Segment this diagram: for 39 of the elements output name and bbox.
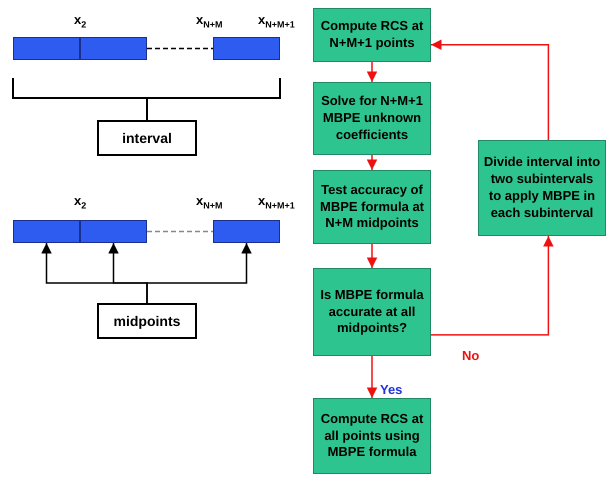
label-box [97, 303, 197, 339]
bar-segment [13, 37, 80, 60]
box-text: interval [122, 130, 172, 146]
dashed-line [147, 48, 213, 50]
process-box [313, 8, 431, 62]
box-text: Is MBPE formula accurate at all midpoints? [319, 286, 425, 338]
point-label: x$_{N+M+1}$ [258, 193, 295, 211]
bar-segment [13, 220, 80, 243]
arrow [366, 155, 378, 170]
point-label: x$_{N+M+1}$ [258, 12, 295, 30]
arrow [431, 236, 554, 336]
box-text: Compute RCS at N+M+1 points [320, 18, 424, 52]
process-box [313, 82, 431, 155]
process-box [313, 170, 431, 244]
edge-label: Yes [378, 382, 404, 397]
arrow [366, 244, 378, 268]
process-box [313, 398, 431, 474]
dashed-line [147, 230, 213, 232]
box-text: Test accuracy of MBPE formula at N+M midpoints [318, 182, 425, 232]
box-text: midpoints [114, 313, 180, 329]
point-label: x$_{N+M}$ [196, 12, 222, 30]
point-label: x$_{2}$ [74, 12, 86, 30]
bar-segment [80, 37, 147, 60]
label-box [97, 120, 197, 156]
arrow [146, 243, 252, 303]
edge-label: No [460, 348, 482, 363]
arrow [366, 356, 378, 398]
arrow [366, 62, 378, 82]
arrow [431, 39, 550, 140]
process-box [478, 140, 606, 236]
bar-segment [213, 37, 280, 60]
point-label: x$_{2}$ [74, 193, 86, 211]
box-text: Compute RCS at all points using MBPE formula [320, 410, 424, 462]
bar-segment [80, 220, 147, 243]
box-text: Solve for N+M+1 MBPE unknown coefficients [320, 93, 424, 144]
bar-segment [213, 220, 280, 243]
box-text: Divide interval into two subintervals to apply MBPE in each subinterval [483, 154, 601, 222]
process-box [313, 268, 431, 356]
point-label: x$_{N+M}$ [196, 193, 222, 211]
